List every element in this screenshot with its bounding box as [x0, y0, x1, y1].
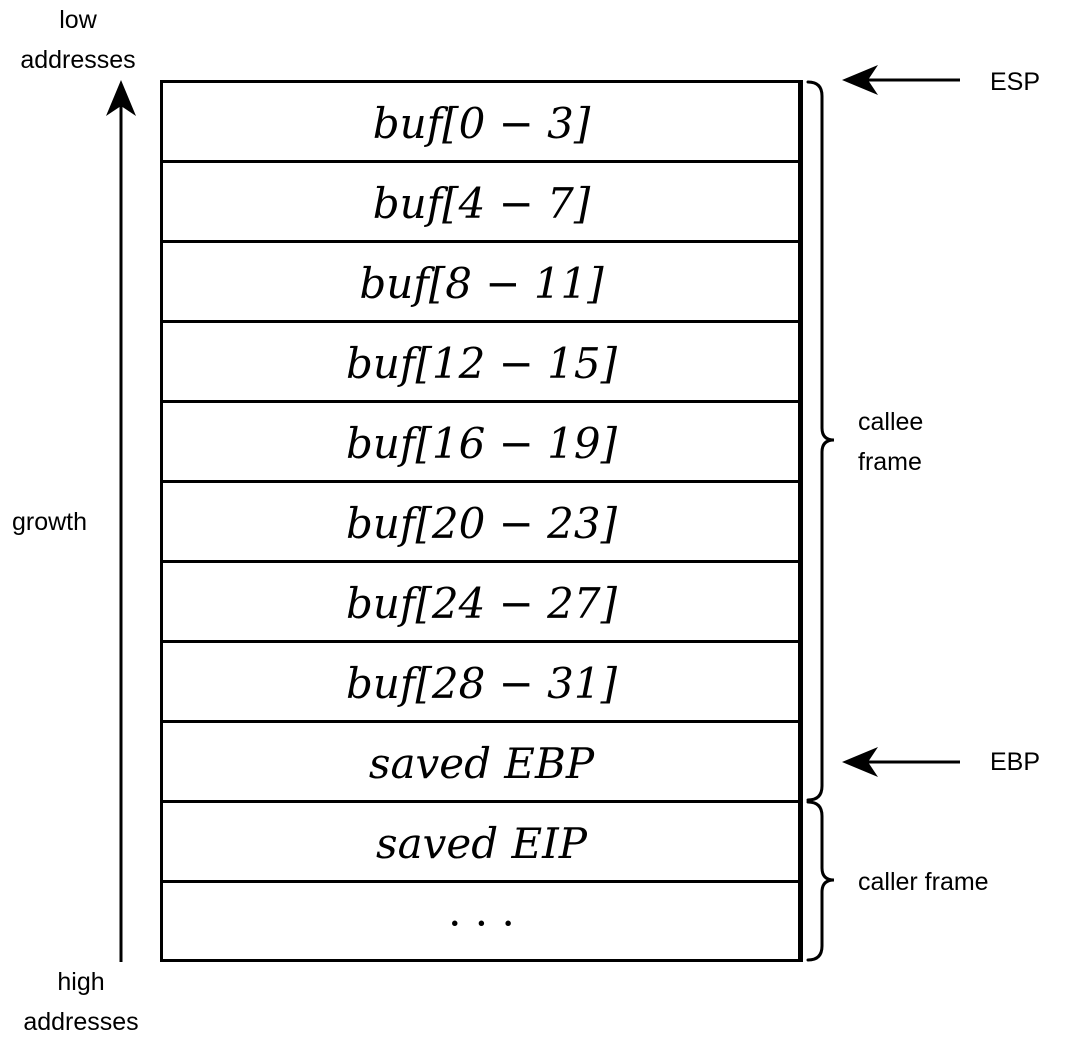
table-inner-rule: [798, 80, 801, 962]
row-divider: [163, 720, 800, 723]
caller-frame-brace-icon: [806, 800, 835, 962]
stack-row-buf-8-11: buf[8 − 11]: [359, 258, 604, 308]
stack-table: buf[0 − 3] buf[4 − 7] buf[8 − 11] buf[12…: [160, 80, 803, 962]
row-divider: [163, 400, 800, 403]
stack-row-buf-4-7: buf[4 − 7]: [372, 178, 591, 228]
esp-label: ESP: [990, 68, 1041, 96]
stack-row-buf-24-27: buf[24 − 27]: [345, 578, 618, 628]
stack-row-buf-0-3: buf[0 − 3]: [372, 98, 591, 148]
stack-row-buf-12-15: buf[12 − 15]: [345, 338, 618, 388]
growth-arrow-icon: [106, 80, 136, 962]
row-divider: [163, 320, 800, 323]
callee-frame-label: callee frame: [858, 408, 924, 476]
row-divider: [163, 480, 800, 483]
row-divider: [163, 640, 800, 643]
ebp-label: EBP: [990, 748, 1041, 776]
ebp-arrow-icon: [842, 747, 960, 777]
stack-row-buf-16-19: buf[16 − 19]: [345, 418, 618, 468]
high-addresses-label: high addresses: [23, 968, 139, 1036]
callee-frame-brace-icon: [806, 80, 835, 802]
caller-frame-label: caller frame: [858, 868, 989, 896]
esp-arrow-icon: [842, 65, 960, 95]
stack-row-buf-20-23: buf[20 − 23]: [345, 498, 618, 548]
row-divider: [163, 560, 800, 563]
row-divider: [163, 240, 800, 243]
stack-row-saved-eip: saved EIP: [376, 818, 587, 868]
stack-row-ellipsis: · · ·: [448, 898, 515, 948]
row-divider: [163, 880, 800, 883]
stack-row-buf-28-31: buf[28 − 31]: [345, 658, 618, 708]
row-divider: [163, 160, 800, 163]
stack-row-saved-ebp: saved EBP: [368, 738, 595, 788]
growth-label: growth: [12, 508, 88, 536]
row-divider: [163, 800, 800, 803]
low-addresses-label: low addresses: [20, 6, 136, 74]
